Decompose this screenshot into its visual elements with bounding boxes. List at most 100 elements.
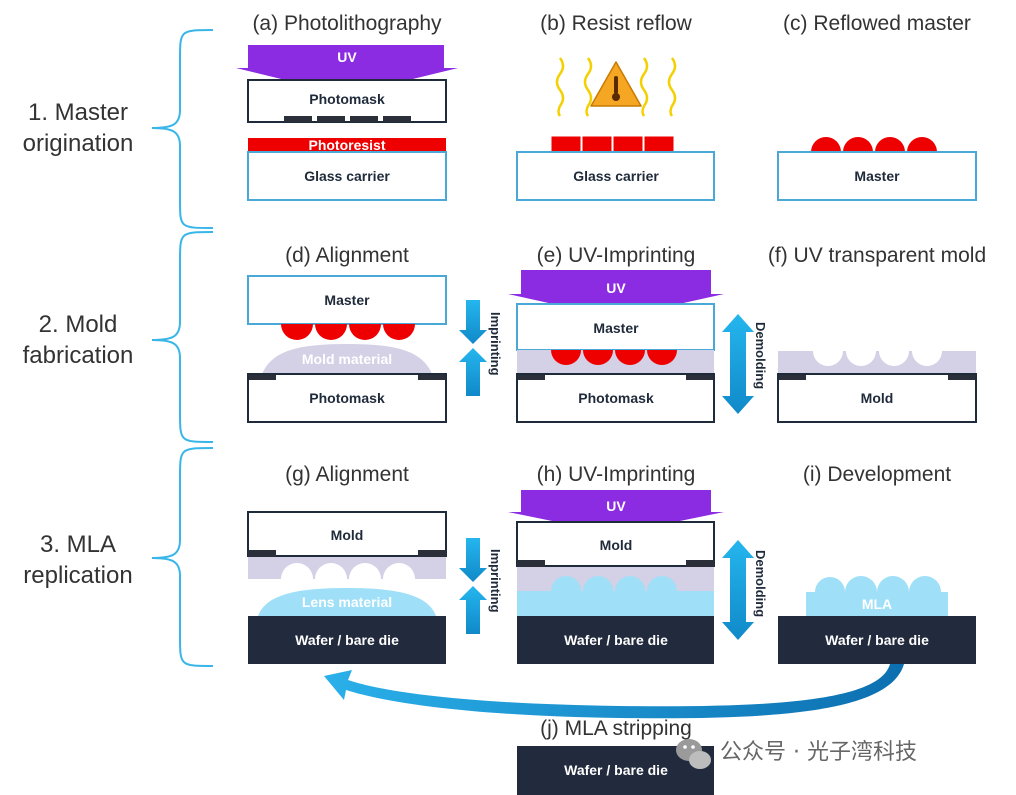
warning-heat-icon: [590, 61, 642, 107]
mold-g: [247, 511, 447, 557]
reflowed-lens: [843, 137, 873, 152]
imprinted-lens: [551, 576, 581, 591]
resist-block: [612, 135, 644, 153]
step-mla-line1: 3. MLA: [40, 531, 116, 558]
reflowed-lens: [811, 137, 841, 152]
mask-edge: [778, 373, 806, 380]
uv-label-a: UV: [337, 49, 357, 65]
photomask-label-d: Photomask: [309, 390, 385, 406]
lens-material-label: Lens material: [302, 594, 392, 610]
panel-h-title: (h) UV-Imprinting: [537, 463, 696, 486]
imprinting-label-1: Imprinting: [488, 312, 503, 376]
mold-layer-h: [517, 567, 714, 591]
mask-edge: [418, 373, 446, 380]
wafer-label-j: Wafer / bare die: [564, 762, 668, 778]
panel-f-title: (f) UV transparent mold: [768, 244, 986, 267]
mold-cavity: [813, 351, 843, 366]
panel-b: Glass carrier: [516, 57, 715, 201]
bracket-mold: [151, 231, 214, 443]
resist-block: [581, 135, 613, 153]
reflowed-lens: [875, 137, 905, 152]
panel-c: Master: [777, 137, 977, 201]
mold-cavity: [879, 351, 909, 366]
wafer-label-h: Wafer / bare die: [564, 632, 668, 648]
mold-material-drop: [262, 344, 432, 374]
mla-structure: [806, 576, 948, 616]
lens-layer-h: [517, 591, 714, 616]
master-lens: [551, 350, 581, 365]
master-lens: [281, 324, 313, 340]
panel-i: MLA Wafer / bare die: [778, 576, 976, 664]
mold-cavity: [281, 563, 313, 579]
glass-carrier-label-a: Glass carrier: [304, 168, 390, 184]
mask-edge: [248, 373, 276, 380]
step-mold-line2: fabrication: [23, 342, 134, 369]
glass-carrier-label-b: Glass carrier: [573, 168, 659, 184]
imprinted-lens: [647, 576, 677, 591]
master-label-c: Master: [854, 168, 900, 184]
mold-label-g: Mold: [331, 527, 364, 543]
heat-wave-icon: [555, 57, 677, 117]
imprinting-arrows-1: Imprinting: [459, 300, 503, 396]
bracket-mla: [151, 447, 214, 667]
watermark: 公众号 · 光子湾科技: [676, 739, 917, 769]
step-master-line1: 1. Master: [28, 99, 128, 126]
mask-edge: [948, 373, 976, 380]
mold-cavity: [349, 563, 381, 579]
photoresist-label: Photoresist: [308, 137, 385, 153]
uv-arrow-a: [236, 45, 458, 95]
imprinted-lens: [583, 576, 613, 591]
mold-material-label: Mold material: [302, 351, 392, 367]
master-lens: [349, 324, 381, 340]
panel-g-title: (g) Alignment: [285, 463, 409, 486]
wafer-h: [517, 616, 714, 664]
master-lens: [315, 324, 347, 340]
mask-edge: [686, 373, 714, 380]
wafer-g: [248, 616, 446, 664]
photomask-label-a: Photomask: [309, 91, 385, 107]
resist-block: [643, 135, 675, 153]
mold-cavity: [383, 563, 415, 579]
master-label-e: Master: [593, 320, 639, 336]
panel-e: UV Master Photomask: [508, 270, 724, 423]
photoresist-layer: [248, 138, 446, 152]
master-lens: [647, 350, 677, 365]
mold-h: [516, 521, 715, 567]
master-lens: [615, 350, 645, 365]
mask-edge: [418, 550, 446, 557]
mask-pattern: [383, 116, 411, 122]
step-mla-line2: replication: [23, 562, 132, 589]
step-master-line2: origination: [23, 130, 134, 157]
bracket-master: [151, 29, 214, 229]
panel-j-title: (j) MLA stripping: [540, 717, 692, 740]
uv-label-e: UV: [606, 280, 626, 296]
uv-label-h: UV: [606, 498, 626, 514]
panel-a: UV Photomask Photoresist Glass carrier: [236, 45, 458, 201]
photomask-d: [247, 373, 447, 423]
watermark-text: 公众号 · 光子湾科技: [720, 740, 917, 765]
panel-a-title: (a) Photolithography: [252, 12, 442, 35]
mold-label-f: Mold: [861, 390, 894, 406]
mask-edge: [517, 560, 545, 567]
wechat-icon: [676, 739, 711, 769]
demolding-arrow-1: Demolding: [722, 314, 768, 414]
mold-layer-g: [248, 557, 446, 579]
mold-label-h: Mold: [600, 537, 633, 553]
master-d: [247, 275, 447, 325]
wafer-label-g: Wafer / bare die: [295, 632, 399, 648]
mask-edge: [686, 560, 714, 567]
return-arrow: [324, 664, 904, 719]
panel-b-title: (b) Resist reflow: [540, 12, 693, 35]
mask-edge: [517, 373, 545, 380]
mold-cavity: [912, 351, 942, 366]
mla-label: MLA: [862, 596, 892, 612]
glass-carrier-b: [516, 151, 715, 201]
panel-d: Master Mold material Photomask: [247, 275, 447, 423]
demolding-label-2: Demolding: [753, 550, 768, 617]
panel-c-title: (c) Reflowed master: [783, 12, 971, 35]
panel-d-title: (d) Alignment: [285, 244, 409, 267]
imprinted-lens: [615, 576, 645, 591]
mask-pattern: [350, 116, 378, 122]
mold-layer-f: [778, 351, 976, 374]
